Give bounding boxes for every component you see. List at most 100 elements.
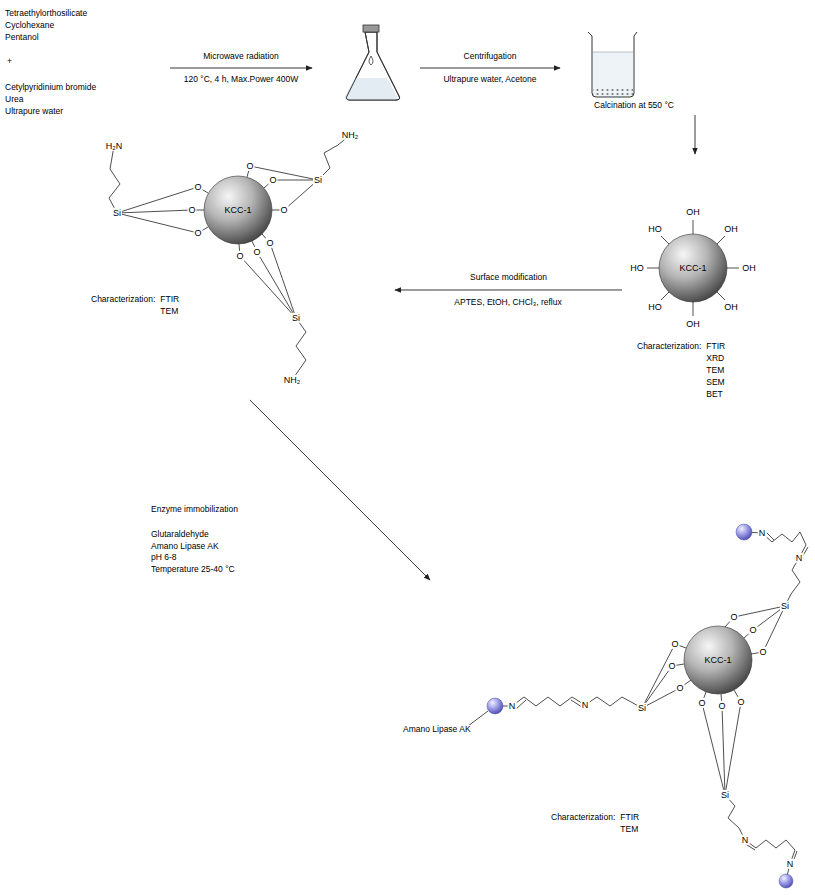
reagent-name: Urea [4,95,24,105]
atom-label: Si [112,208,122,218]
atom-label: O [252,247,261,257]
atom-label: Si [720,790,730,800]
flask-icon-part [346,32,399,100]
atom-label: Si [780,601,790,611]
atom-label: O [729,612,738,622]
atom-label: N [581,700,590,710]
hydroxyl-bond-part [647,268,659,269]
reagent-name: + [6,57,13,67]
hydroxyl-label: OH [723,224,739,234]
siloxane-bond-part [117,187,198,213]
lipase-sphere [487,524,793,888]
siloxane-bond-part [722,706,725,795]
sphere-shape [684,626,752,694]
reaction-arrow-part [420,68,560,69]
silica-particle: KCC-1 [430,520,808,893]
flask-icon-part [369,56,373,65]
condition-text: Amano Lipase AK [150,542,220,552]
alkyl-chain-part [725,795,795,880]
hydroxyl-bond [647,220,739,316]
flask-icon [344,25,399,100]
characterization-text: TEM [619,825,639,835]
siloxane-bond-part [250,166,318,180]
characterization-text: SEM [705,378,725,388]
characterization-text: TEM [159,307,179,317]
siloxane-bond [117,166,785,795]
enzyme-label: Amano Lipase AK [402,725,472,735]
siloxane-bond-part [257,252,296,318]
atom-label: Si [637,703,647,713]
hydroxyl-bond-part [693,220,694,234]
atom-label: O [265,238,274,248]
characterization-text: Characterization: [550,813,616,823]
reaction-arrow-part [170,68,312,69]
atom-label: O [667,661,676,671]
hydroxyl-label: HO [647,302,663,312]
hydroxyl-bond-part [661,236,669,244]
flask-icon-part [363,25,379,32]
characterization-text: XRD [705,354,725,364]
siloxane-bond-part [642,688,680,708]
atom-label: O [670,639,679,649]
reagent-name: Pentanol [4,33,40,43]
reaction-arrow [395,289,622,290]
condition-text: Centrifugation [463,52,518,62]
flask-icon-part [344,78,397,100]
hydroxyl-label: HO [647,224,663,234]
siloxane-bond-part [642,666,672,708]
hydroxyl-bond-part [693,302,694,316]
hydroxyl-bond-part [661,292,669,300]
silica-particle: KCC-1 [85,125,395,400]
characterization-text: Characterization: [90,295,156,305]
hydroxyl-bond-part [717,236,725,244]
siloxane-bond-part [117,213,198,233]
condition-text: Enzyme immobilization [150,505,239,515]
atom-label: N [508,701,517,711]
alkyl-chain-part [495,697,642,708]
beaker-icon-part [593,52,633,97]
amine-label: NH₂ [283,375,302,385]
atom-label: O [279,205,288,215]
reaction-arrow [250,400,430,580]
atom-label: O [193,228,202,238]
beaker-icon-part [593,52,633,53]
reagent-name: Cetylpyridinium bromide [4,83,97,93]
sphere-shape [659,234,727,302]
atom-label: O [736,697,745,707]
atom-label: O [697,698,706,708]
atom-label: O [245,161,254,171]
reagent-name: Ultrapure water [4,107,64,117]
alkyl-chain-part [516,700,526,709]
hydroxyl-label: OH [685,207,701,217]
beaker-icon-part [588,32,637,97]
condition-text: pH 6-8 [150,553,178,563]
hydroxyl-label: OH [723,302,739,312]
condition-text: Calcination at 550 °C [593,101,675,111]
condition-text: Glutaraldehyde [150,530,210,540]
atom-label: N [795,553,804,563]
lipase-sphere-part [779,874,793,888]
condition-text: Ultrapure water, Acetone [442,75,537,85]
atom-label: Si [291,313,301,323]
hydroxyl-label: OH [741,263,757,273]
condition-text: 120 °C, 4 h, Max.Power 400W [183,75,299,85]
alkyl-chain-part [109,146,120,213]
hydroxyl-bond-part [717,292,725,300]
atom-label: O [187,205,196,215]
characterization-text: FTIR [705,342,726,352]
atom-label: N [741,835,750,845]
amine-label: H₂N [105,141,124,151]
condition-text: Microwave radiation [202,52,280,62]
beaker-icon [588,32,637,97]
atom-label: O [268,175,277,185]
siloxane-bond-part [642,644,675,708]
atom-label: O [235,251,244,261]
siloxane-bond-part [240,256,296,318]
siloxane-bond-part [763,606,785,652]
reagent-name: Tetraethylorthosilicate [4,9,88,19]
characterization-text: FTIR [159,295,180,305]
lipase-sphere-part [487,698,503,714]
alkyl-chain-part [292,318,306,380]
